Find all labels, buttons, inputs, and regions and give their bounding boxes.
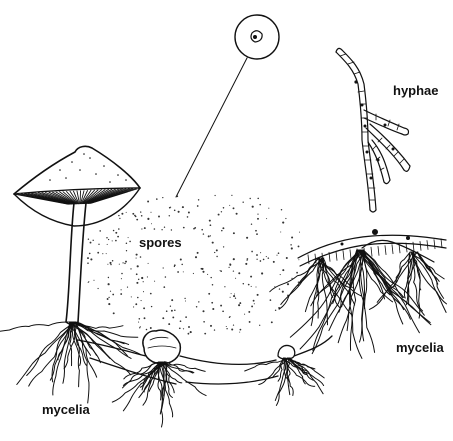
spore-dust <box>87 195 300 335</box>
spore-magnified-view <box>176 15 279 197</box>
underground-mycelium <box>0 250 447 427</box>
mycelia-label-left: mycelia <box>42 403 90 416</box>
young-mushroom-button <box>143 330 180 364</box>
hyphae-drawing <box>336 48 410 212</box>
mushroom-fruiting-body <box>14 146 140 324</box>
hyphae-label: hyphae <box>393 84 439 97</box>
spores-label: spores <box>139 236 182 249</box>
mycelia-label-right: mycelia <box>396 341 444 354</box>
mushroom-pinhead <box>278 345 295 359</box>
